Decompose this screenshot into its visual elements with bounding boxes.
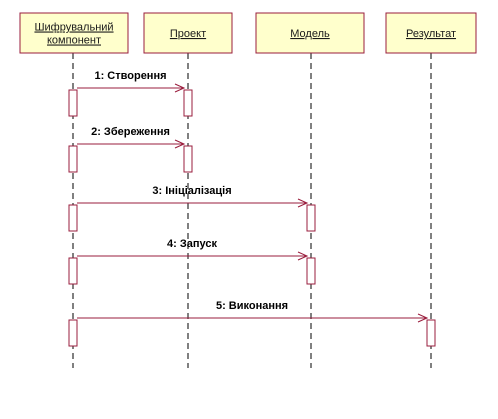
object-box (143, 12, 233, 54)
activation-model (306, 257, 316, 285)
message-label: 3: Ініціалізація (152, 185, 231, 197)
object-label: Проект (170, 28, 206, 40)
object-label: Шифрувальний (34, 22, 113, 34)
message-label: 2: Збереження (91, 126, 170, 138)
activation-result (426, 319, 436, 347)
message-label: 1: Створення (94, 70, 166, 82)
activation-cipher (68, 204, 78, 232)
object-label: Модель (290, 28, 330, 40)
object-label: компонент (47, 35, 101, 47)
message-arrowhead (174, 83, 186, 93)
message-label: 4: Запуск (167, 238, 217, 250)
message-2[interactable]: 2: Збереження (77, 126, 186, 149)
object-model[interactable]: Модель (255, 12, 365, 54)
message-arrowhead (174, 139, 186, 149)
object-project[interactable]: Проект (143, 12, 233, 54)
activation-model (306, 204, 316, 232)
activation-cipher (68, 89, 78, 117)
activation-project (183, 89, 193, 117)
message-4[interactable]: 4: Запуск (77, 238, 309, 261)
activation-project (183, 145, 193, 173)
object-box (19, 12, 129, 54)
message-arrowhead (297, 251, 309, 261)
activation-cipher (68, 145, 78, 173)
message-5[interactable]: 5: Виконання (77, 300, 429, 323)
lifelines (72, 53, 432, 368)
object-box (385, 12, 477, 54)
activations (68, 89, 436, 347)
object-box (255, 12, 365, 54)
messages: 1: Створення 2: Збереження 3: Ініціалізаці… (77, 70, 429, 323)
message-label: 5: Виконання (216, 300, 288, 312)
object-label: Результат (406, 28, 456, 40)
message-3[interactable]: 3: Ініціалізація (77, 185, 309, 208)
message-arrowhead (297, 198, 309, 208)
activation-cipher (68, 257, 78, 285)
message-1[interactable]: 1: Створення (77, 70, 186, 93)
object-result[interactable]: Результат (385, 12, 477, 54)
message-arrowhead (417, 313, 429, 323)
activation-cipher (68, 319, 78, 347)
